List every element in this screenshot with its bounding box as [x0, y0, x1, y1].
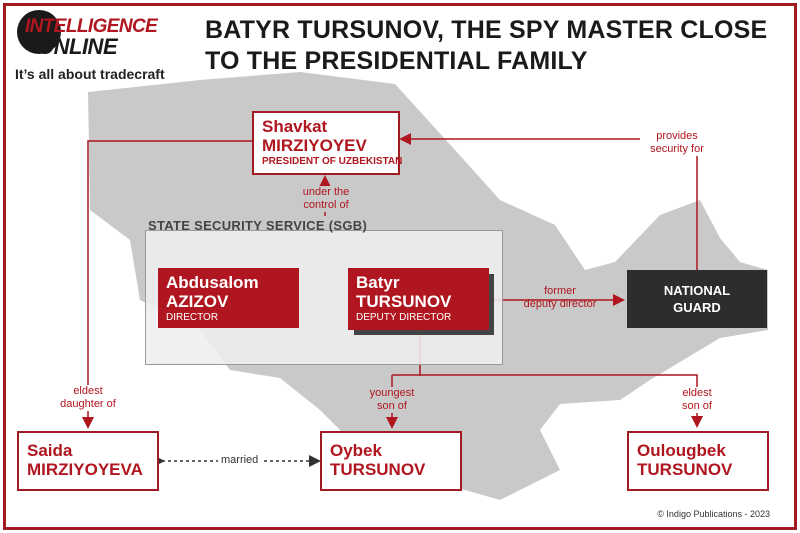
saida-first-name: Saida: [27, 441, 73, 460]
batyr-first-name: Batyr: [356, 273, 400, 292]
label-eldest-daughter: eldest daughter of: [52, 385, 124, 411]
label-under-control: under the control of: [297, 186, 355, 212]
edge-eldest-daughter: [82, 140, 252, 429]
mirziyoyev-last-name: MIRZIYOYEV: [262, 136, 367, 155]
guard-line2: GUARD: [673, 300, 721, 315]
mirziyoyev-role: PRESIDENT OF UZBEKISTAN: [262, 156, 403, 167]
logo-line1: INTELLIGENCE: [25, 16, 158, 37]
label-youngest-son-1: youngest: [369, 387, 415, 399]
label-under-control-1: under the: [302, 186, 350, 198]
label-eldest-son-2: son of: [682, 400, 712, 412]
label-provides-security-1: provides: [656, 130, 698, 142]
logo-line2: ONLINE: [37, 34, 118, 59]
oulougbek-last-name: TURSUNOV: [637, 460, 733, 479]
label-youngest-son-2: son of: [377, 400, 407, 412]
copyright-credit: © Indigo Publications - 2023: [657, 509, 770, 519]
label-former-deputy-2: deputy director: [523, 298, 597, 310]
node-batyr: Batyr TURSUNOV DEPUTY DIRECTOR: [348, 268, 489, 330]
azizov-first-name: Abdusalom: [166, 273, 259, 292]
batyr-last-name: TURSUNOV: [356, 292, 452, 311]
intelligence-online-logo: INTELLIGENCE ONLINE: [15, 10, 175, 59]
azizov-last-name: AZIZOV: [166, 292, 229, 311]
label-youngest-son: youngest son of: [362, 387, 422, 413]
label-under-control-2: control of: [303, 199, 349, 211]
page-title: BATYR TURSUNOV, THE SPY MASTER CLOSE TO …: [205, 16, 768, 75]
frame-border: [3, 3, 797, 530]
node-oybek: Oybek TURSUNOV: [320, 431, 462, 491]
label-eldest-son: eldest son of: [668, 387, 726, 413]
oybek-first-name: Oybek: [330, 441, 382, 460]
node-oulougbek: Oulougbek TURSUNOV: [627, 431, 769, 491]
label-provides-security-2: security for: [650, 143, 704, 155]
label-eldest-son-1: eldest: [682, 387, 712, 399]
label-eldest-daughter-1: eldest: [73, 385, 103, 397]
label-provides-security: provides security for: [640, 130, 714, 156]
saida-last-name: MIRZIYOYEVA: [27, 460, 143, 479]
logo-circle-icon: [17, 10, 61, 54]
sgb-label: STATE SECURITY SERVICE (SGB): [148, 218, 368, 233]
oulougbek-first-name: Oulougbek: [637, 441, 726, 460]
node-saida: Saida MIRZIYOYEVA: [17, 431, 159, 491]
oybek-last-name: TURSUNOV: [330, 460, 426, 479]
node-national-guard: NATIONAL GUARD: [627, 270, 767, 328]
mirziyoyev-first-name: Shavkat: [262, 117, 328, 136]
guard-line1: NATIONAL: [663, 283, 731, 298]
node-mirziyoyev: Shavkat MIRZIYOYEV PRESIDENT OF UZBEKIST…: [252, 111, 403, 175]
node-azizov: Abdusalom AZIZOV DIRECTOR: [158, 268, 299, 328]
label-former-deputy: former deputy director: [512, 285, 608, 311]
label-former-deputy-1: former: [544, 285, 576, 297]
tagline: It’s all about tradecraft: [15, 66, 165, 82]
batyr-role: DEPUTY DIRECTOR: [356, 312, 452, 323]
label-eldest-daughter-2: daughter of: [60, 398, 116, 410]
azizov-role: DIRECTOR: [166, 312, 219, 323]
label-married: married: [218, 454, 262, 466]
